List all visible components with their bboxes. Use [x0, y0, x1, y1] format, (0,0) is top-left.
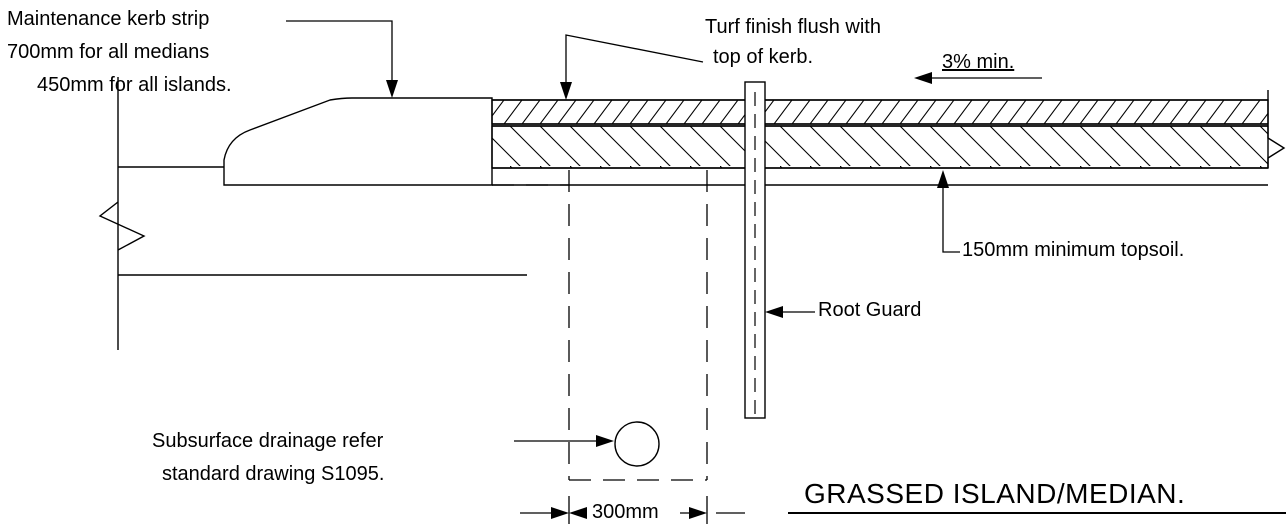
label-topsoil: 150mm minimum topsoil.: [962, 239, 1185, 261]
break-symbol-right: [1267, 90, 1286, 168]
label-drainage-1: Subsurface drainage refer: [152, 430, 384, 452]
break-symbol: [98, 201, 146, 251]
label-turf-2: top of kerb.: [713, 46, 814, 68]
kerb-outline: [223, 97, 493, 186]
topsoil-layer: [491, 125, 1269, 169]
label-root-guard: Root Guard: [818, 299, 922, 321]
dimension-300mm: 300mm: [592, 501, 659, 523]
label-drainage-2: standard drawing S1095.: [162, 463, 385, 485]
label-fall: 3% min.: [942, 51, 1015, 73]
drawing-title: GRASSED ISLAND/MEDIAN.: [804, 478, 1186, 509]
label-kerb-strip-1: Maintenance kerb strip: [7, 8, 210, 30]
label-kerb-strip-3: 450mm for all islands.: [37, 74, 232, 96]
label-turf-1: Turf finish flush with: [705, 16, 881, 38]
label-kerb-strip-2: 700mm for all medians: [7, 41, 210, 63]
turf-layer: [491, 99, 1269, 125]
drainage-pipe: [614, 421, 660, 467]
title-underline: [788, 512, 1286, 514]
